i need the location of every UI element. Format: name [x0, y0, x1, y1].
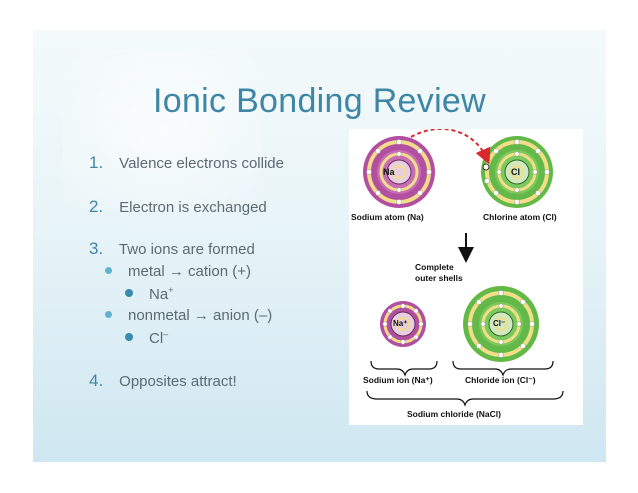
item-number: 3. [89, 239, 104, 258]
charge-superscript: + [168, 285, 174, 295]
subitem-text: Cl [149, 330, 164, 347]
complete-shells-label-2: outer shells [415, 273, 463, 283]
background-glow [63, 50, 263, 210]
chlorine-atom-label: Chlorine atom (Cl) [483, 212, 557, 222]
subitem-nonmetal: nonmetal → anion (–) [105, 307, 272, 324]
electron-transfer-arrow [410, 129, 491, 165]
transferred-electron [482, 163, 490, 171]
item-number: 1. [89, 153, 104, 172]
subitem-na: Na+ [125, 285, 173, 303]
chlorine-atom [481, 136, 553, 208]
sodium-ion-electrons [382, 303, 424, 345]
list-item-2: 2. Electron is exchanged [89, 197, 267, 217]
bullet-icon [125, 333, 133, 342]
sodium-ion-label: Sodium ion (Na⁺) [363, 375, 433, 385]
chloride-ion-label: Chloride ion (Cl⁻) [465, 375, 536, 385]
subitem-text: metal → cation (+) [128, 263, 251, 280]
item-text: Electron is exchanged [119, 199, 267, 216]
list-item-3: 3. Two ions are formed [89, 239, 255, 259]
na-symbol: Na [383, 167, 395, 177]
sodium-atom-label: Sodium atom (Na) [351, 212, 424, 222]
item-text: Valence electrons collide [119, 155, 284, 172]
subitem-text: nonmetal → anion (–) [128, 307, 273, 324]
sodium-electrons [366, 139, 432, 205]
na-ion-symbol: Na⁺ [393, 319, 408, 328]
sodium-atom [363, 136, 435, 208]
item-text: Two ions are formed [118, 241, 255, 258]
subitem-cl: Cl– [125, 329, 168, 347]
chloride-ion [463, 286, 539, 362]
complete-shells-label-1: Complete [415, 262, 454, 272]
bullet-icon [105, 266, 112, 274]
nacl-brace [366, 390, 564, 407]
subitem-text: Na [149, 286, 169, 303]
chloride-ion-electrons [467, 290, 535, 358]
chlorine-electrons [484, 139, 550, 205]
item-number: 4. [89, 371, 104, 390]
list-item-4: 4. Opposites attract! [89, 371, 237, 391]
slide-title: Ionic Bonding Review [153, 82, 486, 120]
bullet-icon [105, 310, 112, 318]
charge-superscript: – [163, 329, 169, 339]
chloride-ion-brace [452, 360, 554, 377]
sodium-ion-brace [370, 360, 438, 377]
ionic-bonding-diagram: Na Cl Na⁺ Cl⁻ Sodium atom (Na) Chlorine … [349, 129, 583, 425]
sodium-chloride-label: Sodium chloride (NaCl) [407, 409, 501, 419]
list-item-1: 1. Valence electrons collide [89, 153, 284, 173]
diagram-graphic [363, 129, 564, 407]
cl-ion-symbol: Cl⁻ [493, 319, 506, 328]
item-number: 2. [89, 197, 104, 216]
bullet-icon [125, 289, 133, 298]
item-text: Opposites attract! [119, 373, 237, 390]
subitem-metal: metal → cation (+) [105, 263, 251, 280]
cl-symbol: Cl [511, 167, 520, 177]
slide: Ionic Bonding Review 1. Valence electron… [33, 30, 606, 462]
